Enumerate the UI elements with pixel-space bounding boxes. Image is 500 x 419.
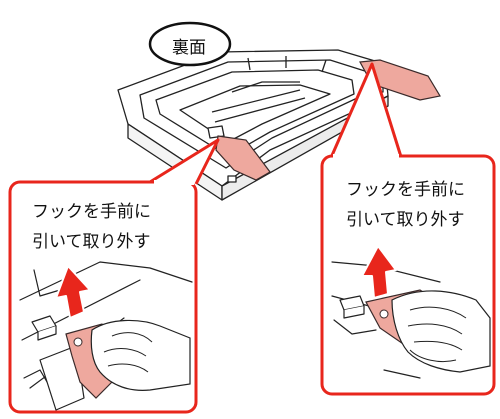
right-instruction-line1: フックを手前に: [346, 180, 465, 200]
view-label: 裏面: [172, 38, 206, 58]
callout-right-pointer: [328, 62, 404, 161]
left-instruction-line2: 引いて取り外す: [32, 232, 151, 252]
left-hand: [90, 319, 191, 391]
view-label-oval: [148, 21, 232, 67]
up-arrow-icon: [55, 265, 91, 319]
left-instruction-line1: フックを手前に: [32, 202, 151, 222]
callout-left-pointer: [149, 138, 220, 185]
right-thumb-nail: [409, 349, 457, 363]
hook-left-device: [215, 135, 271, 181]
right-hand: [391, 290, 491, 373]
right-instruction-line2: 引いて取り外す: [346, 210, 465, 230]
up-arrow-icon: [361, 245, 397, 299]
